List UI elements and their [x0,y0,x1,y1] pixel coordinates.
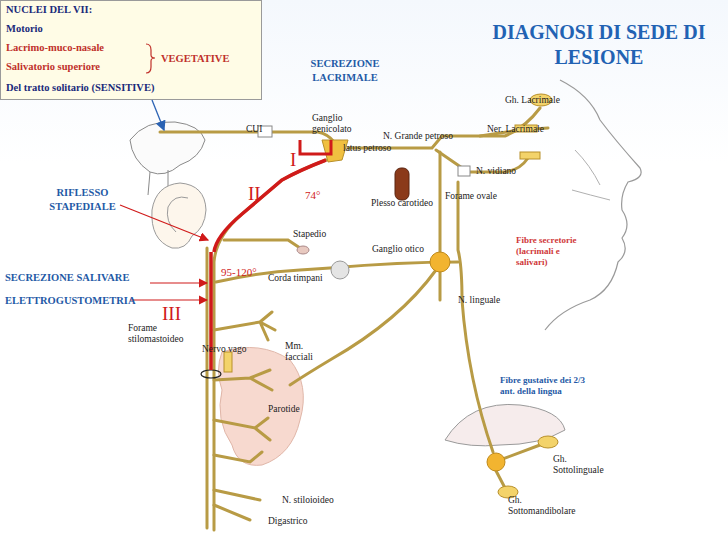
nucleus-text: Lacrimo-muco-nasale [6,42,104,54]
facial-branches [214,312,275,340]
stylohyoid-digastric-branches [214,490,260,520]
structure-label: CUI [246,124,262,135]
nasal-gland [520,152,540,159]
fibre-note: Fibre secretorie (lacrimali e salivari) [516,235,591,268]
stapedius-muscle [297,246,309,254]
structure-label: N. vidiano [476,166,516,177]
structure-label: Gh. Sottomandibolare [508,495,588,517]
structure-label: N. Grande petroso [383,131,453,142]
lesion-number: III [162,304,181,324]
tympanic-membrane [331,261,349,279]
facial-branches [214,370,272,462]
structure-label: Ganglio genicolato [312,113,367,135]
structure-label: Ganglio otico [372,244,424,255]
mandibular-nerve [439,152,442,300]
vidian-canal [458,166,470,176]
otic-ganglion [430,252,450,272]
structure-label: latus petroso [343,143,391,154]
nasal-outline [572,150,610,200]
structure-label: Mm. facciali [285,341,327,363]
parotid-secretory-fibres [290,270,436,385]
stapedius-branch [224,240,300,248]
nucleus-text: Del tratto solitario (SENSITIVE) [6,82,154,94]
nucleus-text: VEGETATIVE [161,53,229,65]
structure-label: Plesso carotideo [371,198,433,209]
chorda-tympani [216,262,458,282]
test-label: RIFLESSO STAPEDIALE [35,186,130,214]
face-profile [545,80,641,330]
section-heading: SECREZIONE LACRIMALE [300,57,390,85]
brainstem-outline [148,170,168,195]
structure-label: Forame stilomastoideo [128,323,208,345]
angle-value: 95-120° [221,266,257,279]
structure-label: Corda timpani [268,273,323,284]
callout-arrow [152,100,164,130]
brainstem-outline [130,122,205,174]
callout-arrow [120,205,208,240]
ear-outline [167,197,188,232]
lesion-bracket [300,140,331,154]
tongue-outline [445,404,565,445]
structure-label: Parotide [268,404,300,415]
nucleus-text: Motorio [6,23,43,35]
parotid-gland [219,348,304,466]
callout-arrow [150,282,207,283]
ear-outline [152,183,206,248]
test-label: ELETTROGUSTOMETRIA [5,294,136,307]
stylomastoid-foramen [201,370,221,378]
fibre-note: Fibre gustative dei 2/3 ant. della lingu… [500,375,600,397]
lingual-nerve [458,182,493,452]
structure-label: Nervo vago [202,344,247,355]
callout-arrow [130,299,207,300]
nuclei-box: NUCLEI DEL VII: MotorioLacrimo-muco-nasal… [0,0,262,100]
test-label: SECREZIONE SALIVARE [5,271,129,284]
angle-value: 74° [305,189,320,202]
slide-title: DIAGNOSI DI SEDE DI LESIONE [468,20,728,70]
nucleus-text: NUCLEI DEL VII: [6,4,92,16]
sublingual-gland [538,436,558,448]
nucleus-text: Salivatorio superiore [6,61,100,73]
structure-label: Forame ovale [445,191,497,202]
lesion-number: II [248,184,261,204]
submandibular-ganglion [487,453,505,471]
facial-nerve-trunk [206,248,209,528]
structure-label: Digastrico [268,516,308,527]
lesion-number: I [290,150,296,170]
gland-branches [493,445,540,488]
carotid-plexus [395,168,409,200]
vagus-nerve [224,352,232,372]
structure-label: Gh. Lacrimale [505,95,560,106]
lesion-segment [214,160,326,252]
structure-label: Gh. Sottolinguale [553,454,613,476]
structure-label: Ner. Lacrimale [487,124,544,135]
structure-label: N. stiloioideo [282,495,334,506]
structure-label: N. linguale [458,295,500,306]
structure-label: Stapedio [293,229,326,240]
